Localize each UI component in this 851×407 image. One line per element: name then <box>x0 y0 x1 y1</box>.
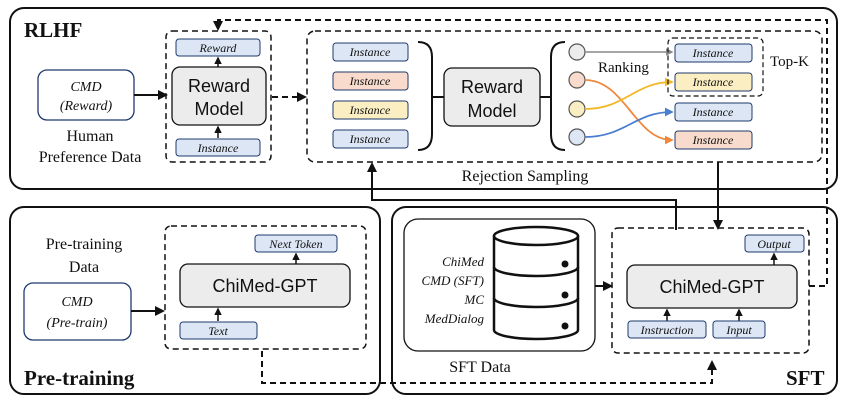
sft-dataset-1: ChiMed <box>442 254 484 269</box>
pt-data-line2: Data <box>69 259 99 276</box>
reward-model-line2: Model <box>194 99 243 119</box>
cmd-reward-line1: CMD <box>70 80 101 95</box>
arrow-sft-to-rejection <box>367 162 677 230</box>
cmd-pretrain-line2: (Pre-train) <box>47 316 108 331</box>
rank-dot-gray <box>568 43 586 61</box>
rlhf-title: RLHF <box>24 18 82 42</box>
rank-dot-orange <box>568 71 586 89</box>
ranked-instance-2-text: Instance <box>692 75 734 89</box>
pt-data-line1: Pre-training <box>46 236 122 253</box>
instance-4 <box>332 129 409 149</box>
sft-dataset-3: MC <box>464 292 485 307</box>
cmd-pretrain-line1: CMD <box>61 295 92 310</box>
reward-tag-text: Reward <box>199 41 238 55</box>
input-tag <box>712 320 766 339</box>
cmd-pretrain-box <box>23 282 132 341</box>
sft-data-label: SFT Data <box>449 359 510 376</box>
next-token-text: Next Token <box>268 237 322 251</box>
dashed-arrow-pretrain-to-sft <box>261 351 717 384</box>
pretraining-title: Pre-training <box>24 366 135 390</box>
bracket-instances-right <box>417 41 444 151</box>
next-token-tag <box>254 234 338 253</box>
bracket-ranking-left <box>540 41 566 151</box>
instance-3 <box>332 100 409 120</box>
sft-dataset-4: MedDialog <box>424 311 485 326</box>
ranked-instance-2 <box>674 72 753 92</box>
reward-model-2-line2: Model <box>467 101 516 121</box>
instance-tag-text: Instance <box>197 141 239 155</box>
topk-dashed-group <box>667 37 764 97</box>
dashed-loop-sft-to-reward <box>213 19 828 287</box>
pretrain-dashed-group <box>164 225 367 350</box>
instance-3-text: Instance <box>349 103 391 117</box>
reward-model-2-line1: Reward <box>461 77 523 97</box>
output-tag <box>744 234 805 253</box>
pretrain-model-box <box>179 263 351 308</box>
instance-4-text: Instance <box>349 132 391 146</box>
human-pref-line1: Human <box>66 128 113 145</box>
sft-dataset-2: CMD (SFT) <box>422 273 484 288</box>
instruction-tag <box>627 320 707 339</box>
instance-2-text: Instance <box>349 74 391 88</box>
ranked-instance-1-text: Instance <box>692 46 734 60</box>
pretrain-model-name: ChiMed-GPT <box>212 276 317 296</box>
ranked-instance-4 <box>674 130 753 150</box>
rlhf-panel <box>9 7 838 190</box>
human-pref-line2: Preference Data <box>39 149 142 166</box>
sft-model-box <box>626 264 798 309</box>
reward-model-line1: Reward <box>188 76 250 96</box>
sft-panel <box>391 206 838 395</box>
rank-dot-blue <box>568 128 586 146</box>
ranked-instance-1 <box>674 43 753 63</box>
sft-title: SFT <box>786 366 825 390</box>
sft-model-name: ChiMed-GPT <box>659 277 764 297</box>
input-tag-text: Input <box>725 323 752 337</box>
text-tag-text: Text <box>208 324 228 338</box>
instance-1-text: Instance <box>349 45 391 59</box>
ranked-instance-3-text: Instance <box>692 105 734 119</box>
rank-line-yellow <box>584 77 674 110</box>
instance-1 <box>332 42 409 62</box>
text-tag <box>179 321 258 340</box>
sft-dashed-group <box>611 227 810 354</box>
instance-tag <box>175 138 261 157</box>
ranked-instance-4-text: Instance <box>692 133 734 147</box>
pretraining-panel <box>9 206 381 395</box>
ranking-label: Ranking <box>598 60 649 76</box>
cmd-reward-line2: (Reward) <box>60 99 113 114</box>
reward-model-dashed-group <box>165 30 272 163</box>
reward-model-box <box>171 66 267 126</box>
rank-line-blue <box>584 107 674 138</box>
rank-line-orange <box>584 79 674 145</box>
database-icon <box>492 225 580 341</box>
reward-tag <box>175 38 261 57</box>
rank-dot-yellow <box>568 100 586 118</box>
output-tag-text: Output <box>757 237 791 251</box>
rejection-sampling-label: Rejection Sampling <box>462 168 589 185</box>
instance-2 <box>332 71 409 91</box>
instruction-tag-text: Instruction <box>640 323 694 337</box>
topk-label: Top-K <box>770 54 809 70</box>
ranked-instance-3 <box>674 102 753 122</box>
